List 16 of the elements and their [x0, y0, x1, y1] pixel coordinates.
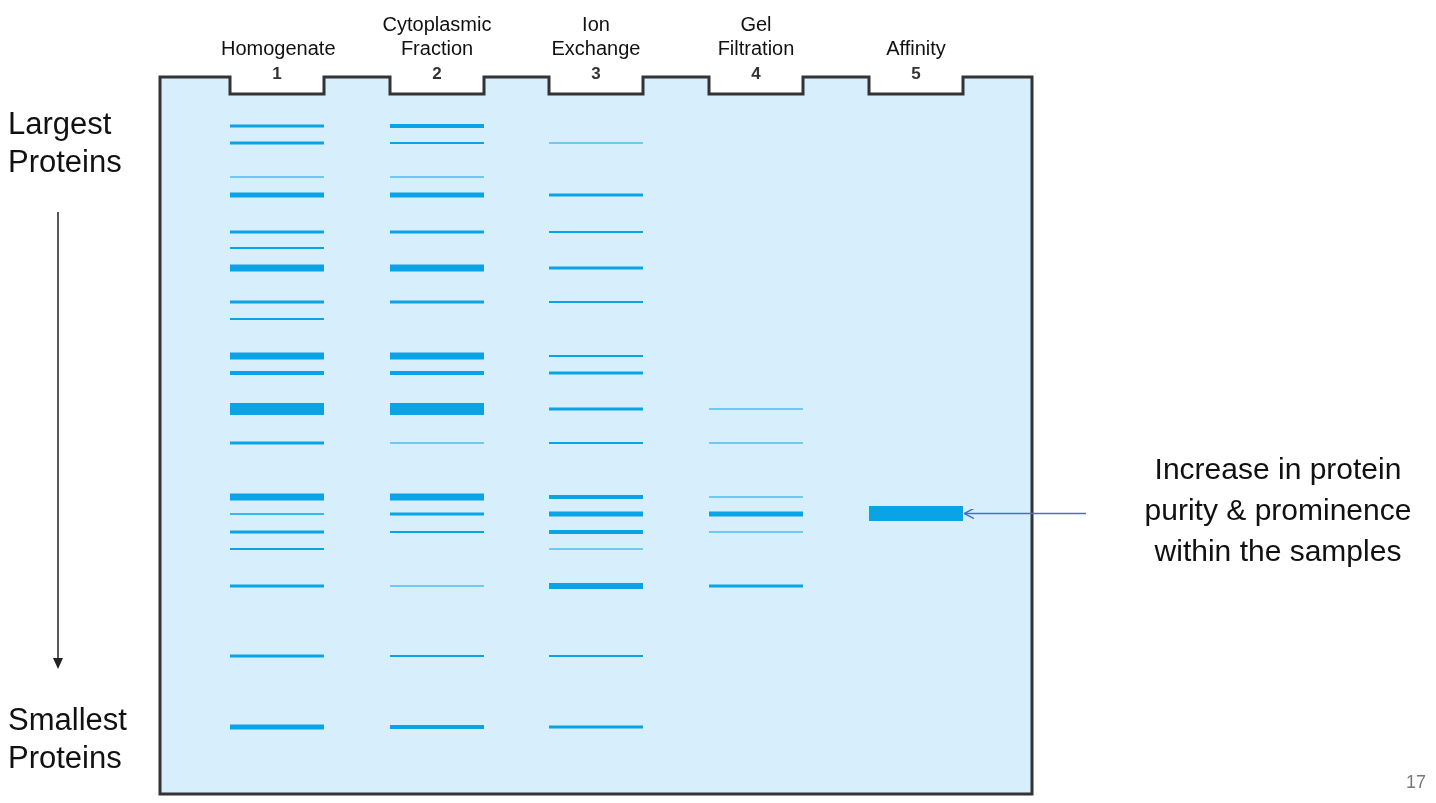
lane-number: 3 — [591, 64, 601, 84]
annotation-text: Increase in protein purity & prominence within the samples — [1118, 448, 1436, 571]
lane-label: Gel Filtration — [716, 12, 796, 60]
lane-label: Affinity — [885, 36, 947, 60]
arrow — [963, 507, 1087, 520]
lane-label: Ion Exchange — [550, 12, 642, 60]
lane-number: 2 — [432, 64, 442, 84]
page-number: 17 — [1405, 772, 1426, 793]
lane-number: 1 — [272, 64, 282, 84]
lane-number: 4 — [751, 64, 761, 84]
protein-band — [869, 506, 963, 521]
lane-number: 5 — [911, 64, 921, 84]
axis-label: Smallest Proteins — [8, 701, 128, 777]
lane-label: Homogenate — [221, 36, 333, 60]
lane-label: Cytoplasmic Fraction — [381, 12, 493, 60]
axis-label: Largest Proteins — [8, 105, 123, 181]
